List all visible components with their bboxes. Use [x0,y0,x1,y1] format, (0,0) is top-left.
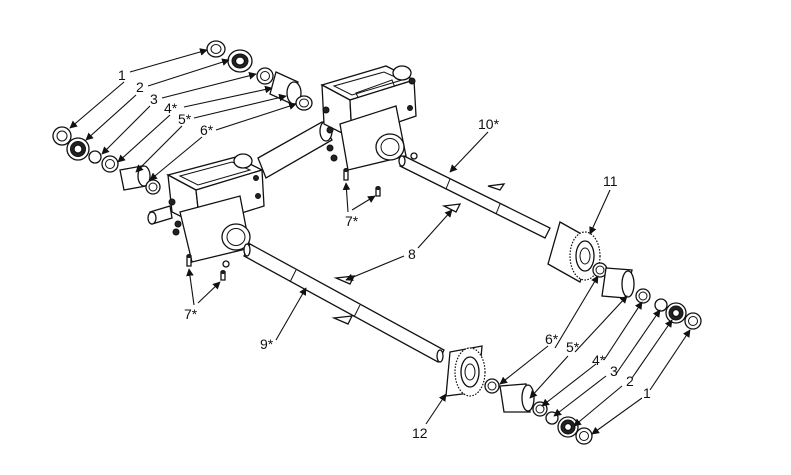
label-5-lower: 5* [566,339,580,355]
label-2-lower: 2 [626,373,634,389]
label-6-upper: 6* [200,122,214,138]
label-6-lower: 6* [545,331,559,347]
label-8: 8 [408,246,416,262]
label-5-upper: 5* [178,111,192,127]
label-2-upper: 2 [136,79,144,95]
gear-11 [547,221,601,283]
label-4-upper: 4* [164,100,178,116]
upper-washer-stack-top [206,40,313,111]
pins-lower [186,254,226,281]
label-7-upper: 7* [345,213,359,229]
right-gearbox [320,65,418,171]
label-3-lower: 3 [610,363,618,379]
leader-lines [69,48,691,435]
label-10: 10* [478,116,500,132]
upper-shaft [398,155,551,239]
right-washer-stack-lower [484,378,593,445]
left-gearbox [147,153,265,268]
label-1-lower: 1 [643,385,651,401]
label-9: 9* [260,336,274,352]
label-11: 11 [603,173,618,189]
connecting-tube [257,120,333,179]
gear-12 [445,345,486,397]
label-3-upper: 3 [150,91,158,107]
label-4-lower: 4* [592,352,606,368]
label-1-upper: 1 [118,67,126,83]
label-12: 12 [412,425,428,441]
label-7-lower: 7* [184,306,198,322]
lower-left-washer-stack [52,126,161,195]
right-washer-stack-upper [592,262,702,330]
pins-upper [343,168,381,197]
